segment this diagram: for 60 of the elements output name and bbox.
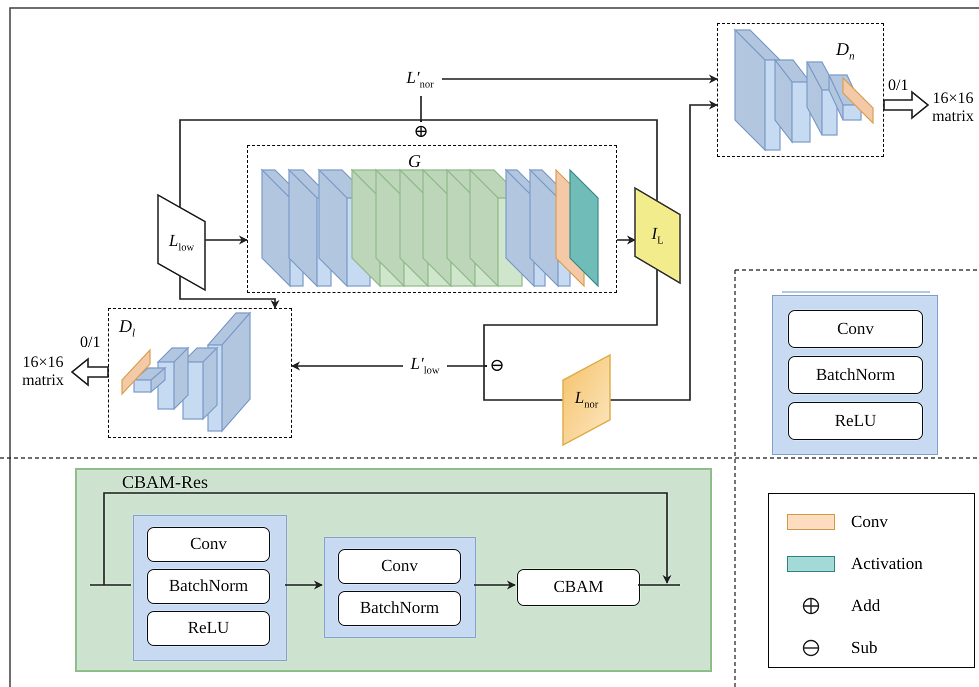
layer-group-box [133,515,287,661]
layer-label: BatchNorm [816,366,896,384]
arrow [442,74,718,84]
legend-label: Sub [851,638,878,658]
math-label: 16×16 matrix [21,354,65,390]
connector-line [638,584,680,586]
hollow-arrow [70,357,109,387]
module-box [75,468,712,672]
connector-line [90,584,131,586]
hollow-arrow [883,90,930,120]
connector-line [179,119,422,208]
math-label: ⊖ [489,356,505,376]
network-block-frame [108,308,292,438]
layer-box [338,549,461,584]
layer-label: ReLU [188,619,230,638]
feature-map-label: L$_{nor}$ [574,389,598,411]
connector-line [420,96,422,122]
layer-group-box [324,537,476,638]
arrow [610,100,718,401]
layer-label: Conv [190,535,227,554]
layer-group-box [772,295,938,455]
connector-line [483,269,658,367]
arrow [617,236,636,244]
legend-label: Add [851,596,880,616]
feature-map-label: L$_{low}$ [168,232,194,254]
math-label: L′$_{nor}$ [406,69,434,91]
arrow [474,580,516,590]
layer-label: CBAM [553,578,604,597]
layer-label: ReLU [834,412,876,430]
arrow [179,276,280,309]
math-label: 16×16 matrix [931,90,975,126]
layer-box [788,356,923,394]
math-label: L′$_{low}$ [410,355,440,377]
layer-box [338,591,461,626]
connector-line [420,119,658,201]
connector-line [447,365,487,367]
arrow [285,580,323,590]
arrow [205,236,248,244]
block-title: D$_{l}$ [119,317,136,340]
block-title: G [408,152,421,172]
layer-box [147,527,270,562]
feature-map-label: I$_{L}$ [651,224,664,246]
legend-label: Activation [851,554,923,574]
network-block-frame [717,23,884,157]
layer-box [517,569,640,606]
connector-line [483,365,563,401]
layer-label: BatchNorm [168,577,248,596]
block-title: D$_{n}$ [836,40,855,63]
layer-label: BatchNorm [360,599,440,618]
layer-box [147,611,270,646]
network-block-frame [247,145,617,293]
layer-box [788,402,923,440]
layer-label: Conv [381,557,418,576]
layer-label: Conv [837,320,874,338]
layer-box [147,569,270,604]
legend-label: Conv [851,512,888,532]
arrow [291,362,403,370]
block-title: CBAM-Res [122,473,208,493]
math-label: ⊕ [413,122,429,142]
layer-box [788,310,923,348]
